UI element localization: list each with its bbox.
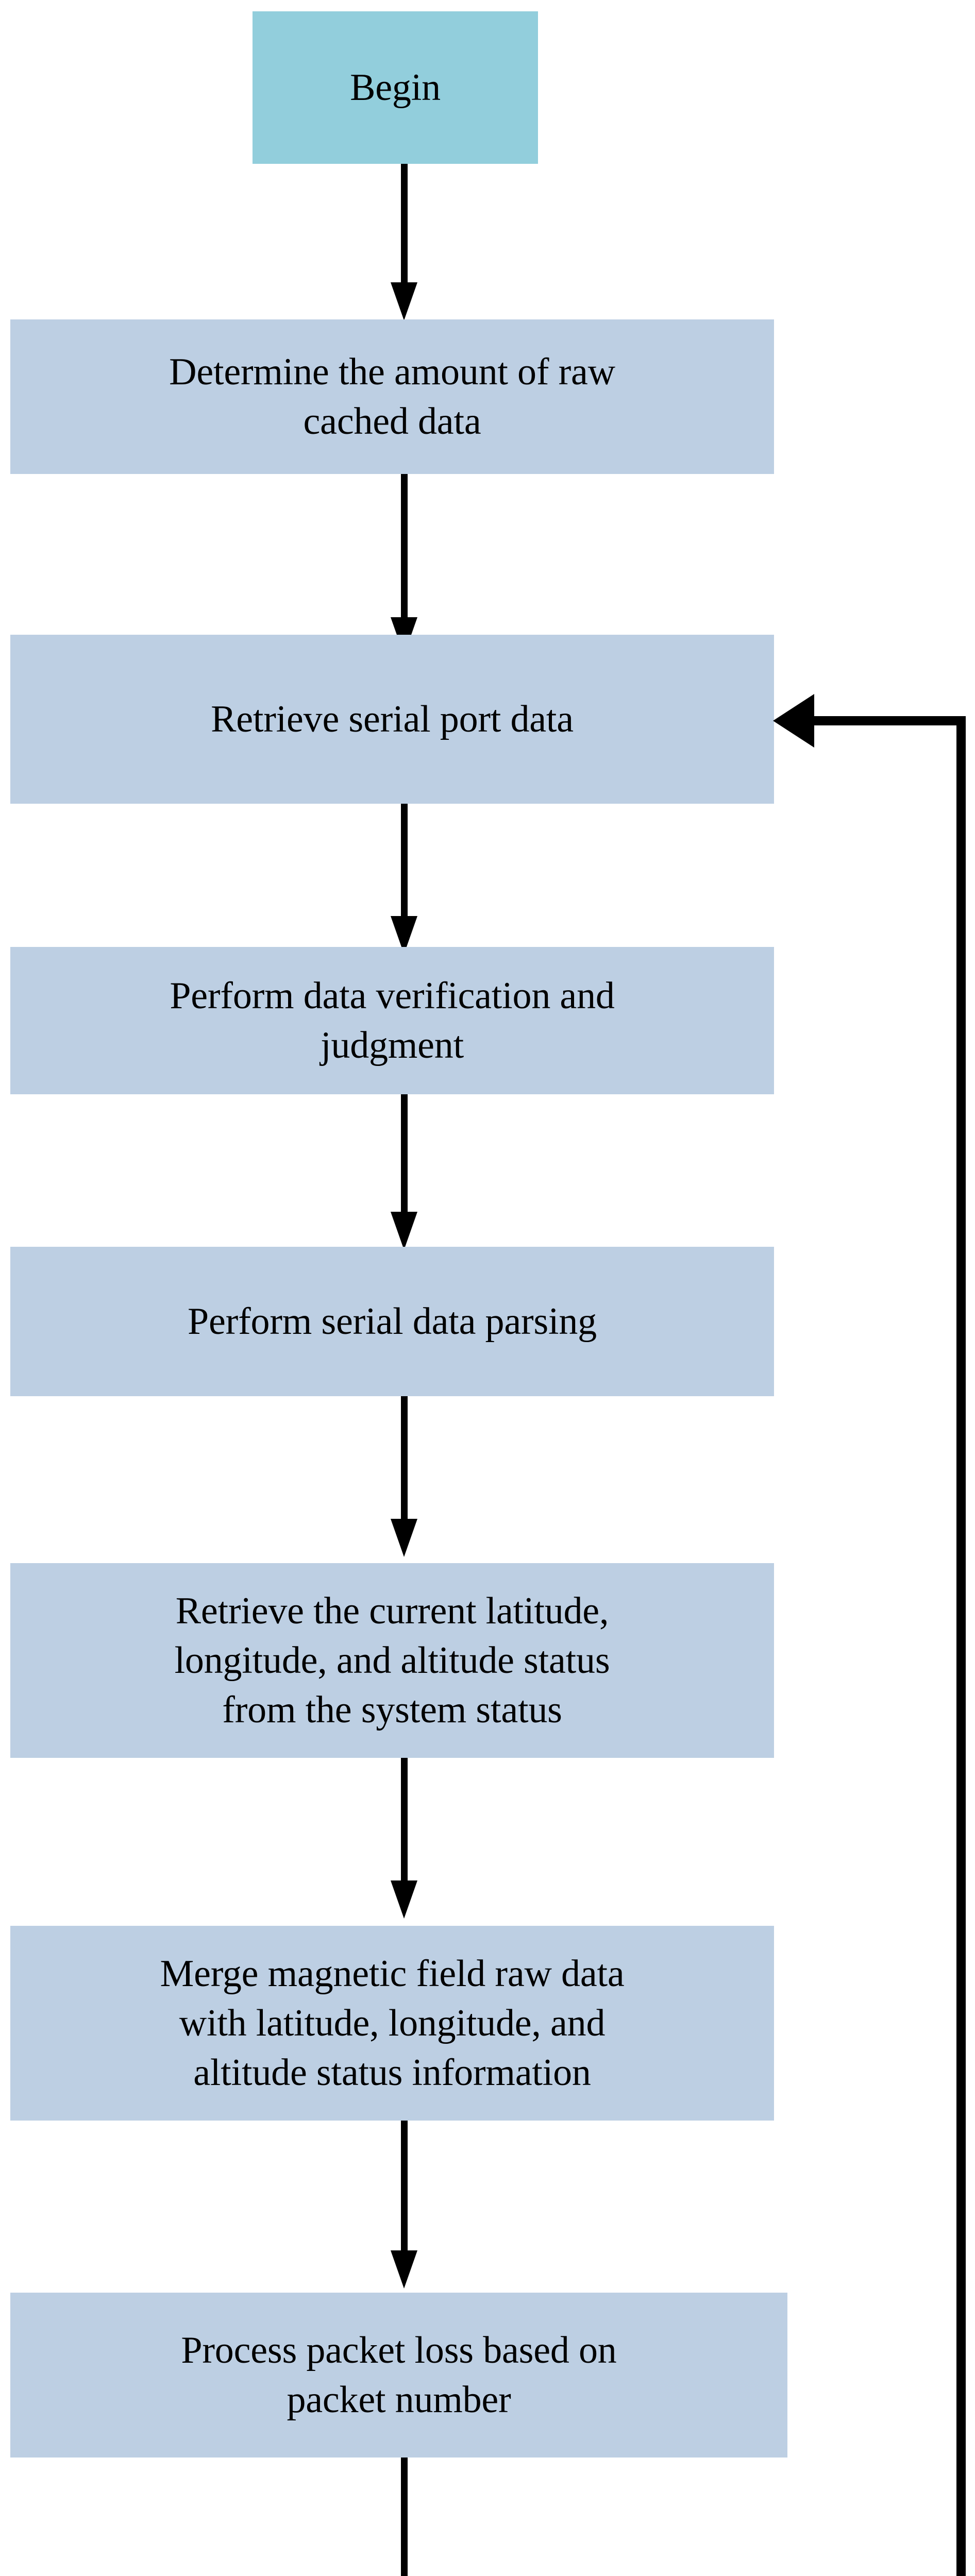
edge-position-to-merge-arrowhead bbox=[391, 1880, 417, 1919]
edge-begin-to-determine-arrowhead bbox=[391, 282, 417, 320]
node-retrieve-position-status[interactable]: Retrieve the current latitude, longitude… bbox=[10, 1563, 774, 1758]
node-determine-raw-cached-data-label: Determine the amount of raw cached data bbox=[169, 350, 615, 443]
node-process-packet-loss-label: Process packet loss based on packet numb… bbox=[181, 2329, 617, 2421]
edge-verification-to-parsing-arrowhead bbox=[391, 1212, 417, 1250]
node-determine-raw-cached-data[interactable]: Determine the amount of raw cached data bbox=[10, 319, 774, 474]
node-merge-magnetic-field-data[interactable]: Merge magnetic field raw data with latit… bbox=[10, 1926, 774, 2121]
edge-packetloss-to-write-line bbox=[401, 2458, 408, 2576]
edge-parsing-to-position-line bbox=[401, 1396, 408, 1535]
node-process-packet-loss[interactable]: Process packet loss based on packet numb… bbox=[10, 2293, 787, 2458]
node-begin-label: Begin bbox=[350, 66, 441, 109]
edge-parsing-to-position-arrowhead bbox=[391, 1519, 417, 1557]
edge-verification-to-parsing-line bbox=[401, 1094, 408, 1228]
node-merge-magnetic-field-data-label: Merge magnetic field raw data with latit… bbox=[160, 1952, 625, 2094]
edge-retrieve-to-verification-line bbox=[401, 804, 408, 933]
node-data-verification-judgment-label: Perform data verification and judgment bbox=[170, 974, 615, 1066]
edge-position-to-merge-line bbox=[401, 1758, 408, 1897]
node-serial-data-parsing[interactable]: Perform serial data parsing bbox=[10, 1247, 774, 1396]
edge-determine-to-retrieve-line bbox=[401, 474, 408, 623]
node-serial-data-parsing-label: Perform serial data parsing bbox=[188, 1300, 597, 1343]
node-data-verification-judgment[interactable]: Perform data verification and judgment bbox=[10, 947, 774, 1094]
edge-loopback-top-segment bbox=[812, 716, 966, 725]
edge-merge-to-packetloss-line bbox=[401, 2121, 408, 2265]
node-begin[interactable]: Begin bbox=[253, 11, 538, 164]
edge-begin-to-determine-line bbox=[401, 164, 408, 287]
node-retrieve-serial-port-data-label: Retrieve serial port data bbox=[211, 698, 574, 740]
edge-loopback-arrowhead bbox=[773, 694, 814, 748]
node-retrieve-position-status-label: Retrieve the current latitude, longitude… bbox=[174, 1589, 610, 1732]
edge-loopback-right-segment bbox=[956, 716, 966, 2576]
edge-merge-to-packetloss-arrowhead bbox=[391, 2250, 417, 2289]
node-retrieve-serial-port-data[interactable]: Retrieve serial port data bbox=[10, 635, 774, 804]
